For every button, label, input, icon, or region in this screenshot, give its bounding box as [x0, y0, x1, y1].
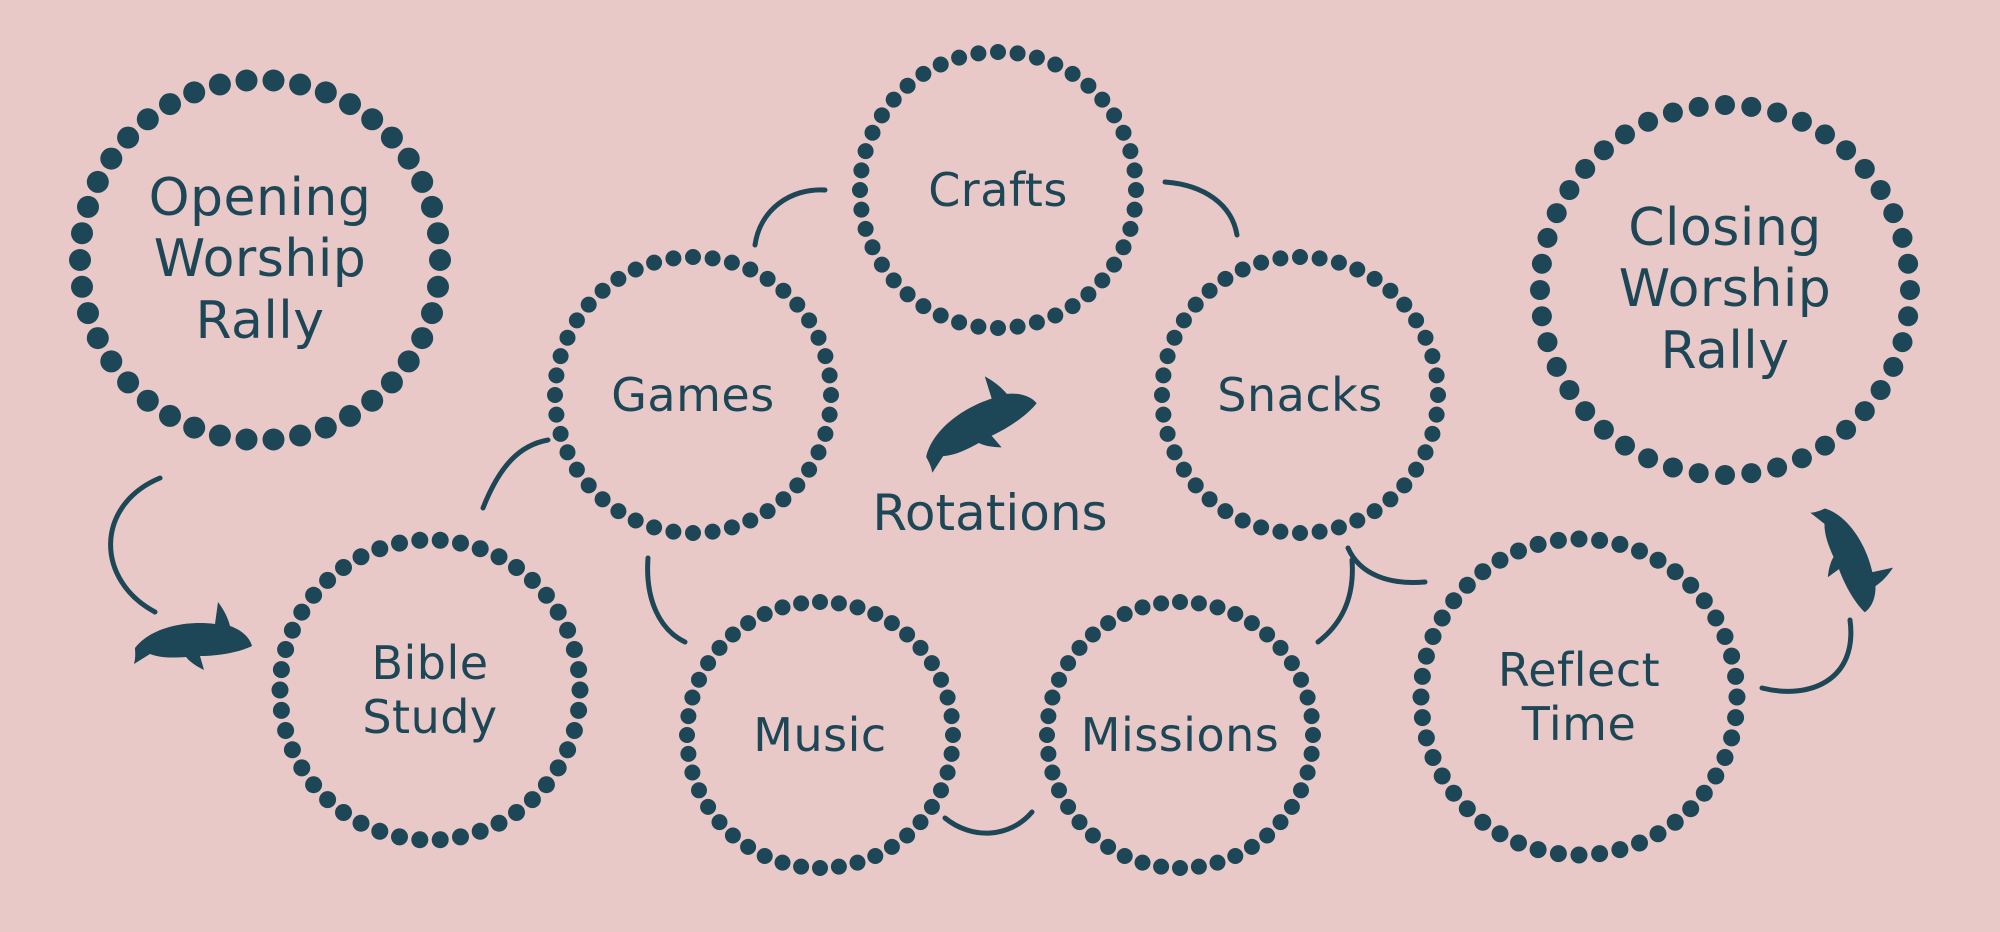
connector-arc [1759, 617, 1854, 694]
connector-arc [480, 437, 551, 511]
connector-arc [108, 475, 163, 615]
orca-icon [904, 361, 1048, 479]
connector-arc [942, 809, 1035, 836]
dotted-ring [679, 594, 961, 876]
dotted-ring [1154, 249, 1446, 541]
connector-arc [645, 555, 688, 645]
dotted-ring [1530, 95, 1920, 485]
connectors [108, 179, 1854, 836]
rings [69, 44, 1920, 876]
connector-arc [1345, 545, 1428, 586]
dotted-ring [69, 69, 451, 451]
connector-arc [1162, 179, 1240, 238]
dotted-ring [547, 249, 839, 541]
orca-icon [1805, 492, 1905, 621]
dotted-ring [271, 531, 589, 849]
connector-arc [1315, 557, 1355, 645]
connector-arc [752, 187, 828, 248]
dotted-ring [1412, 530, 1746, 864]
dotted-ring [1039, 594, 1321, 876]
dotted-ring [852, 44, 1144, 336]
center-label-rotations: Rotations [872, 484, 1108, 542]
